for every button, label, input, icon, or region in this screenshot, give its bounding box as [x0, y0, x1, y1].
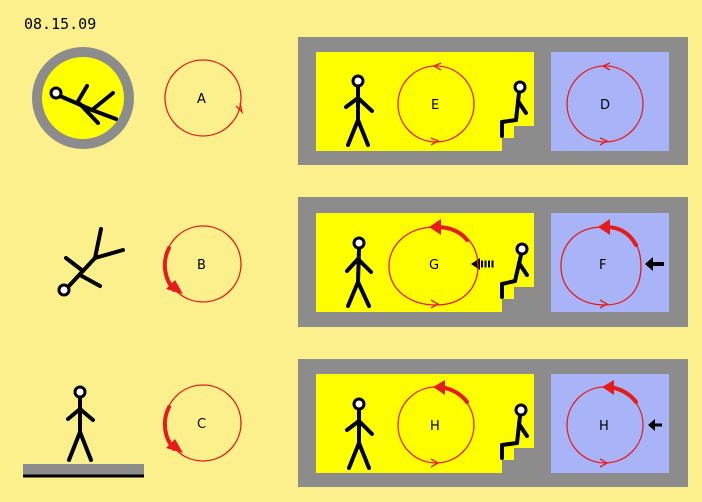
- panel-row-2: G F: [298, 197, 688, 327]
- walking-stick-figure: [345, 236, 373, 308]
- strong-arrow-head: [433, 380, 445, 395]
- standing-stick-figure: [66, 385, 95, 462]
- push-arrow-black: [645, 257, 664, 271]
- label-b: B: [197, 258, 206, 273]
- blue-room: [551, 52, 669, 151]
- strong-arrow-head: [166, 439, 183, 453]
- floating-stick-figure: [49, 84, 118, 125]
- rotation-circle-h-right: H: [566, 380, 644, 468]
- rotation-circle-f: F: [560, 219, 642, 309]
- rotation-circle-b: B: [162, 225, 242, 303]
- label-g: G: [429, 258, 439, 273]
- step: [502, 448, 534, 473]
- ground-platform: [23, 464, 144, 475]
- rotation-circle-g: G: [388, 219, 479, 309]
- ring-arrow-bottom: [599, 299, 609, 309]
- label-f: F: [599, 258, 606, 273]
- rotation-circle-c: C: [162, 384, 242, 462]
- step: [502, 287, 534, 312]
- ring-arrow-bottom: [430, 137, 440, 146]
- rotation-circle-d: D: [566, 62, 644, 146]
- label-e: E: [431, 98, 439, 113]
- porthole-window: [42, 57, 124, 139]
- seated-stick-figure: [500, 403, 529, 460]
- rotation-circle-e: E: [397, 62, 475, 146]
- standing-stick-figure: [344, 74, 374, 147]
- strong-arrow-head: [166, 280, 183, 294]
- ring-arrow-bottom: [430, 458, 440, 468]
- strong-arrow-head: [598, 219, 610, 235]
- rotation-circle-a: A: [164, 59, 244, 137]
- push-arrow-black-small: [648, 419, 662, 431]
- porthole-figure: [32, 47, 134, 149]
- standing-stick-figure: [345, 397, 374, 470]
- seated-stick-figure: [500, 242, 529, 299]
- strong-arrow-head: [602, 380, 614, 395]
- ring-arrow-tip: [235, 102, 244, 115]
- label-c: C: [197, 417, 206, 432]
- ring-arrow-top: [432, 62, 442, 71]
- ring-arrow-bottom: [599, 137, 609, 146]
- label-h-right: H: [599, 419, 609, 434]
- label-a: A: [197, 92, 206, 107]
- ring-arrow-top: [601, 62, 611, 71]
- date-label: 08.15.09: [24, 15, 96, 33]
- step: [502, 126, 534, 151]
- rotation-ring: [164, 59, 242, 137]
- strong-arrow-head: [429, 219, 441, 235]
- seated-stick-figure: [500, 80, 528, 138]
- rotation-circle-h-left: H: [397, 380, 475, 468]
- ring-arrow-bottom: [430, 299, 440, 309]
- panel-row-3: H H: [298, 359, 688, 487]
- label-h-left: H: [430, 419, 440, 434]
- ground-stick-figure: [23, 385, 144, 478]
- label-d: D: [600, 98, 610, 113]
- panel-row-1: E D: [298, 37, 688, 165]
- tumbling-stick-figure: [57, 227, 125, 297]
- ring-arrow-bottom: [599, 458, 609, 468]
